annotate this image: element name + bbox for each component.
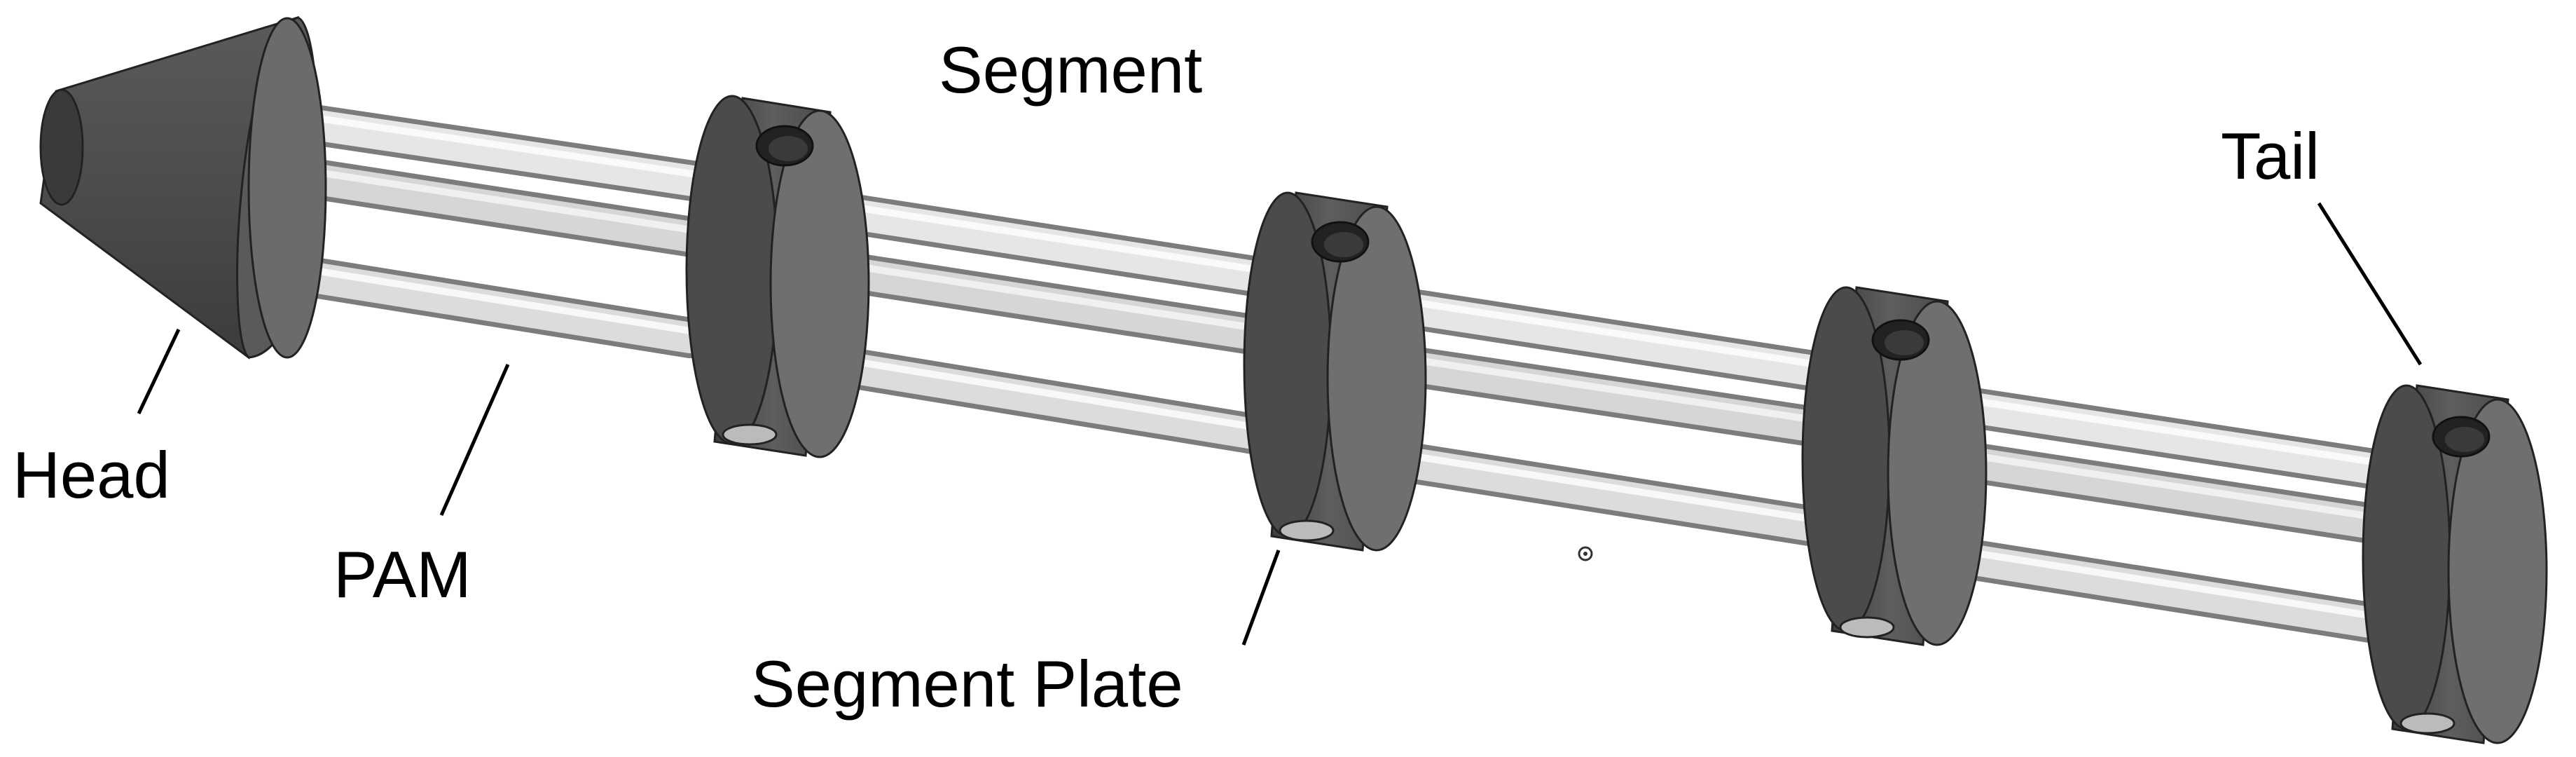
pam-label: PAM xyxy=(333,538,471,611)
segment-label: Segment xyxy=(939,33,1202,107)
pam-rod xyxy=(1367,439,1838,547)
pam-rod xyxy=(845,254,1285,357)
tail-disk xyxy=(2362,384,2548,744)
pam-rod xyxy=(1388,288,1856,395)
head-leader-line xyxy=(137,328,181,415)
segment-plate-leader-line xyxy=(1241,550,1281,646)
head-cone xyxy=(39,15,327,360)
segment-plate-2 xyxy=(1243,191,1427,552)
pam-rod xyxy=(810,344,1278,455)
head-label: Head xyxy=(13,438,170,512)
pam-rod xyxy=(246,250,710,358)
pam-rod xyxy=(1402,348,1849,449)
segment-plate-label: Segment Plate xyxy=(751,647,1183,721)
pam-rods xyxy=(246,99,2416,644)
pam-rod xyxy=(1962,444,2406,546)
pam-rod xyxy=(270,155,721,259)
origin-marker xyxy=(1578,546,1593,561)
segment-plate-1 xyxy=(685,95,870,458)
tail-leader-line xyxy=(2317,202,2423,366)
pam-rod xyxy=(1945,386,2416,493)
pam-rod xyxy=(256,99,731,204)
pam-leader-line xyxy=(439,363,510,517)
segment-plate-3 xyxy=(1801,286,1988,646)
tail-label: Tail xyxy=(2221,119,2320,193)
pam-rod xyxy=(831,193,1292,299)
pam-rod xyxy=(1924,535,2399,644)
leader-lines xyxy=(137,202,2423,646)
